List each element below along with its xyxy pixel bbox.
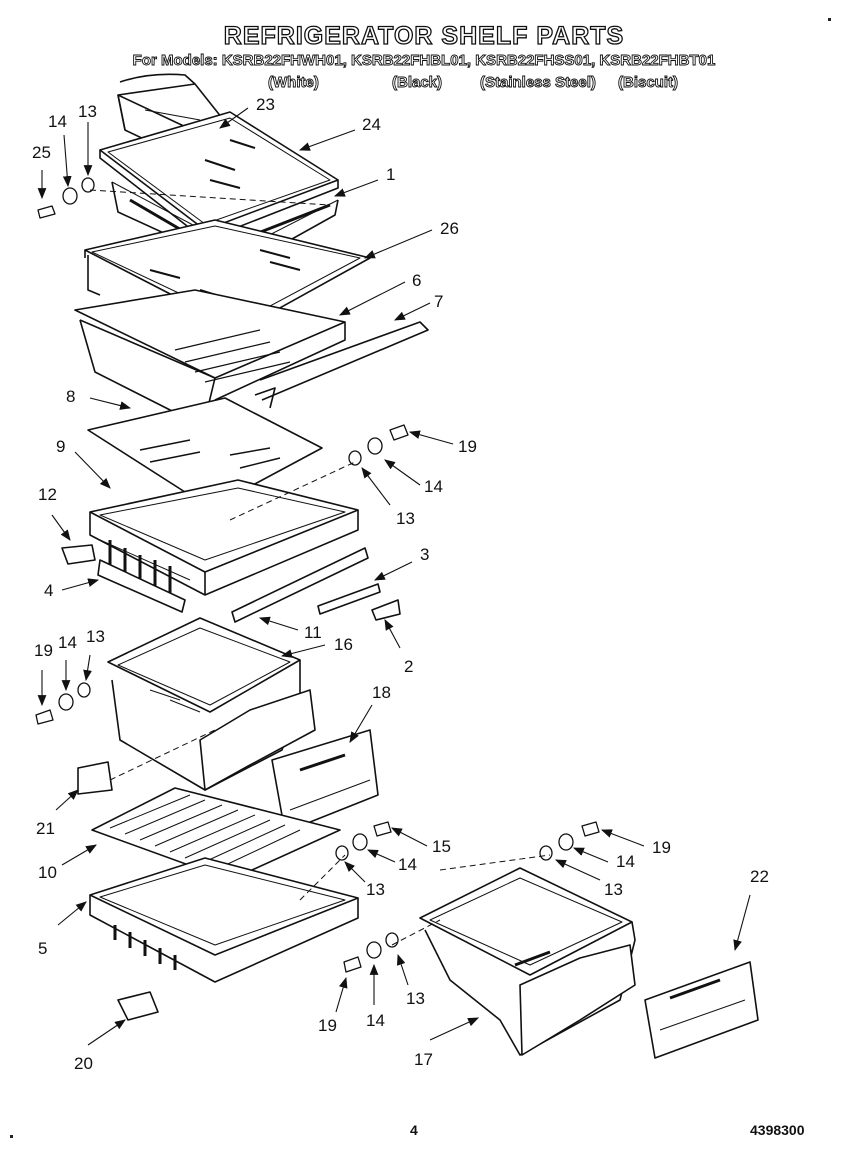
hardware-group-lower-right (539, 821, 600, 861)
scan-mark (10, 1135, 13, 1138)
part-22-drawer-front (644, 961, 759, 1059)
callout-15: 15 (432, 837, 451, 856)
callout-4: 4 (44, 581, 53, 600)
callout-13: 13 (78, 102, 97, 121)
part-3-bracket (317, 583, 381, 615)
color-biscuit: (Biscuit) (618, 74, 679, 92)
callout-19: 19 (458, 437, 477, 456)
color-black: (Black) (392, 74, 443, 92)
hardware-group-mid-left (35, 682, 91, 725)
callout-19: 19 (652, 838, 671, 857)
document-number: 4398300 (750, 1122, 805, 1138)
alignment-lines (89, 189, 551, 946)
callout-25: 25 (32, 143, 51, 162)
callout-13: 13 (604, 880, 623, 899)
callout-13: 13 (396, 509, 415, 528)
callout-1: 1 (386, 165, 395, 184)
callout-24: 24 (362, 115, 381, 134)
callout-14: 14 (48, 112, 67, 131)
callout-13: 13 (406, 989, 425, 1008)
leader-lines (37, 107, 751, 1046)
callout-19: 19 (34, 641, 53, 660)
part-16-crisper-drawer (107, 617, 316, 791)
color-stainless: (Stainless Steel) (480, 74, 597, 92)
callout-11: 11 (304, 623, 322, 642)
model-list: For Models: KSRB22FHWH01, KSRB22FHBL01, … (132, 52, 716, 70)
part-10-wire-shelf (91, 787, 341, 881)
part-9-crisper-drawer-frame (89, 479, 359, 596)
hardware-group-top (37, 177, 95, 219)
callout-14: 14 (616, 852, 635, 871)
callout-5: 5 (38, 939, 47, 958)
callout-21: 21 (36, 819, 55, 838)
callout-26: 26 (440, 219, 459, 238)
color-white: (White) (268, 74, 320, 92)
callout-17: 17 (414, 1050, 433, 1069)
callout-12: 12 (38, 485, 57, 504)
callout-numbers: 25 14 13 23 24 1 26 6 7 8 9 19 14 13 12 … (32, 95, 769, 1073)
part-4-rail (97, 559, 186, 613)
callout-14: 14 (424, 477, 443, 496)
callout-18: 18 (372, 683, 391, 702)
part-21-spacer (77, 761, 113, 795)
callout-6: 6 (412, 271, 421, 290)
part-5-lower-frame (89, 857, 359, 983)
part-2-clip (371, 599, 401, 621)
callout-13: 13 (86, 627, 105, 646)
page-number: 4 (410, 1122, 418, 1138)
callout-2: 2 (404, 657, 413, 676)
callout-9: 9 (56, 437, 65, 456)
callout-10: 10 (38, 863, 57, 882)
part-24-top-shelf (99, 111, 339, 241)
callout-23: 23 (256, 95, 275, 114)
callout-20: 20 (74, 1054, 93, 1073)
scan-mark (828, 18, 831, 21)
hardware-group-mid-right (348, 424, 409, 466)
callout-14: 14 (366, 1011, 385, 1030)
callout-14: 14 (58, 633, 77, 652)
callout-8: 8 (66, 387, 75, 406)
hardware-group-bottom (343, 932, 399, 973)
part-20-clip (117, 991, 159, 1021)
part-12-clip (61, 544, 96, 565)
callout-3: 3 (420, 545, 429, 564)
callout-16: 16 (334, 635, 353, 654)
part-8-glass-panel (87, 397, 323, 509)
part-11-rail (231, 547, 369, 623)
callout-13: 13 (366, 880, 385, 899)
callout-19: 19 (318, 1016, 337, 1035)
callout-14: 14 (398, 855, 417, 874)
hardware-group-lower-mid (335, 821, 392, 861)
part-18-drawer-front (271, 729, 379, 833)
callout-7: 7 (434, 292, 443, 311)
part-17-lower-drawer (419, 867, 636, 1056)
page-title: REFRIGERATOR SHELF PARTS (223, 21, 625, 50)
callout-22: 22 (750, 867, 769, 886)
